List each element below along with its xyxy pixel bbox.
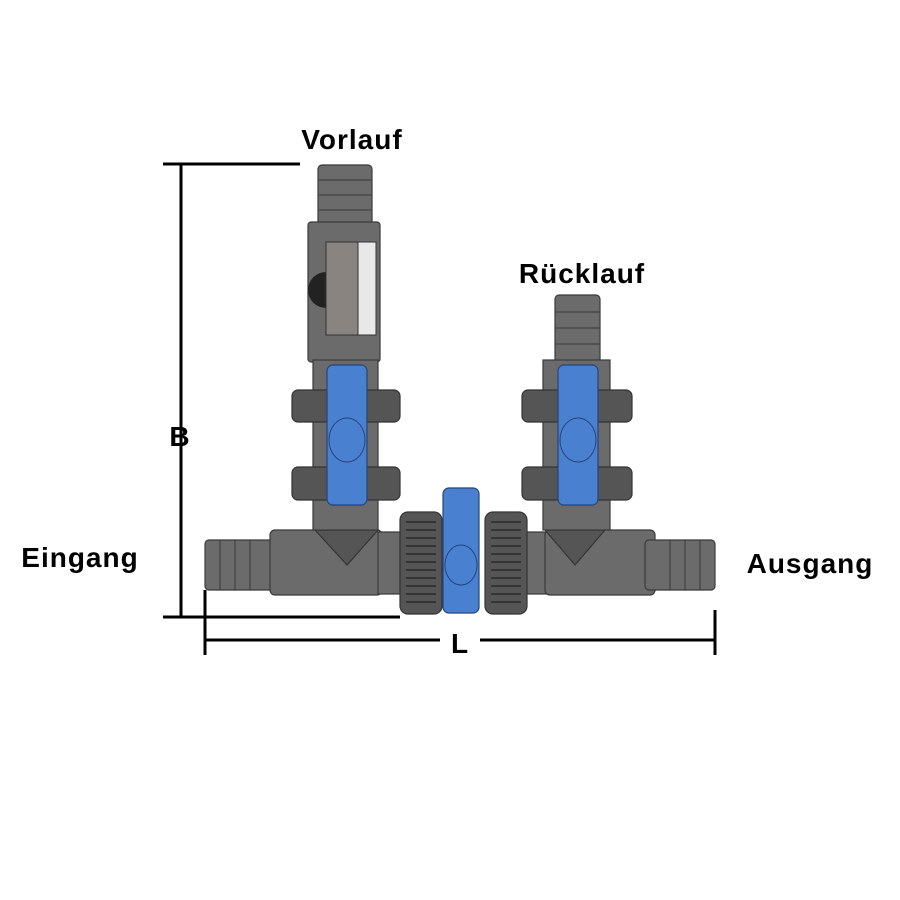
dimension-l-label: L — [450, 628, 470, 659]
ruecklauf-label: Rücklauf — [518, 258, 646, 289]
dimension-b-label: B — [169, 421, 191, 452]
eingang-label: Eingang — [21, 542, 139, 573]
center-ball-valve — [399, 487, 528, 615]
left-supply-branch — [291, 164, 401, 531]
ausgang-label: Ausgang — [746, 548, 874, 579]
dimension-l — [203, 590, 717, 655]
right-return-branch — [521, 294, 633, 531]
vorlauf-label: Vorlauf — [301, 124, 403, 155]
dimension-b — [163, 162, 400, 619]
